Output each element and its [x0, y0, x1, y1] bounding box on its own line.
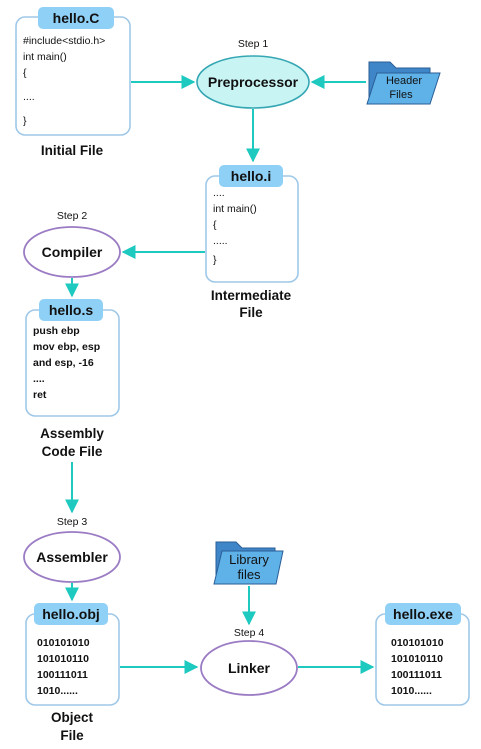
initial-file-name: hello.C: [53, 10, 100, 26]
initial-code-line-4: ....: [23, 91, 35, 103]
header-files-folder: Header Files: [366, 61, 441, 105]
assembly-code-line-3: and esp, -16: [33, 357, 94, 369]
library-folder-line-2: files: [237, 567, 261, 582]
intermediate-code-line-2: int main(): [213, 203, 257, 215]
assembly-file-tag: [39, 299, 103, 321]
assembler-label: Assembler: [36, 549, 108, 565]
intermediate-file-name: hello.i: [231, 168, 271, 184]
executable-code-line-3: 100111011: [391, 669, 442, 681]
assembly-code-line-4: ....: [33, 373, 45, 385]
assembler-ellipse: [23, 531, 121, 583]
intermediate-code-line-4: .....: [213, 235, 228, 247]
library-files-folder: Library files: [213, 541, 284, 585]
initial-file-node: hello.C #include<stdio.h> int main() { .…: [15, 7, 131, 158]
object-caption-line-1: Object: [51, 710, 94, 725]
assembly-file-node: hello.s push ebp mov ebp, esp and esp, -…: [25, 299, 120, 459]
intermediate-caption-line-1: Intermediate: [211, 288, 292, 303]
compiler-ellipse: [23, 226, 121, 278]
executable-code-line-4: 1010......: [391, 685, 432, 697]
initial-code-line-2: int main(): [23, 51, 67, 63]
library-folder-line-1: Library: [229, 552, 269, 567]
object-caption-line-2: File: [60, 728, 84, 743]
assembly-code-line-2: mov ebp, esp: [33, 341, 100, 353]
executable-code-line-1: 010101010: [391, 637, 444, 649]
intermediate-code-line-5: }: [213, 254, 217, 266]
initial-file-caption: Initial File: [41, 143, 104, 158]
initial-code-line-5: }: [23, 115, 27, 127]
initial-file-tag: [38, 7, 114, 29]
step-3-label: Step 3: [57, 516, 88, 528]
step-2-label: Step 2: [57, 210, 88, 222]
object-file-node: hello.obj 010101010 101010110 100111011 …: [25, 603, 120, 743]
object-code-line-4: 1010......: [37, 685, 78, 697]
assembly-file-name: hello.s: [49, 302, 94, 318]
linker-ellipse: [200, 640, 298, 696]
assembly-caption-line-1: Assembly: [40, 426, 104, 441]
folder-icon: [366, 61, 441, 105]
assembler-node: Step 3 Assembler: [23, 516, 121, 583]
assembly-code-line-1: push ebp: [33, 325, 80, 337]
intermediate-caption-line-2: File: [239, 305, 263, 320]
intermediate-code-line-1: ....: [213, 187, 225, 199]
header-folder-line-2: Files: [389, 89, 413, 101]
intermediate-code-line-3: {: [213, 219, 217, 231]
initial-code-line-1: #include<stdio.h>: [23, 35, 105, 47]
intermediate-file-node: hello.i .... int main() { ..... } Interm…: [205, 165, 299, 320]
executable-file-node: hello.exe 010101010 101010110 100111011 …: [375, 603, 470, 706]
executable-file-name: hello.exe: [393, 606, 453, 622]
executable-file-tag: [385, 603, 461, 625]
initial-code-line-3: {: [23, 67, 27, 79]
compiler-node: Step 2 Compiler: [23, 210, 121, 278]
compiler-label: Compiler: [42, 244, 103, 260]
assembly-caption-line-2: Code File: [42, 444, 103, 459]
preprocessor-node: Step 1 Preprocessor: [196, 38, 310, 109]
object-file-tag: [34, 603, 108, 625]
object-code-line-2: 101010110: [37, 653, 89, 665]
object-code-line-1: 010101010: [37, 637, 90, 649]
object-code-line-3: 100111011: [37, 669, 88, 681]
step-1-label: Step 1: [238, 38, 269, 50]
preprocessor-label: Preprocessor: [208, 74, 299, 90]
intermediate-file-tag: [219, 165, 283, 187]
assembly-code-line-5: ret: [33, 389, 47, 401]
header-folder-line-1: Header: [386, 75, 422, 87]
folder-icon: [213, 541, 284, 585]
preprocessor-ellipse: [196, 55, 310, 109]
linker-label: Linker: [228, 660, 271, 676]
object-file-name: hello.obj: [42, 606, 100, 622]
executable-code-line-2: 101010110: [391, 653, 443, 665]
step-4-label: Step 4: [234, 627, 265, 639]
linker-node: Step 4 Linker: [200, 627, 298, 696]
